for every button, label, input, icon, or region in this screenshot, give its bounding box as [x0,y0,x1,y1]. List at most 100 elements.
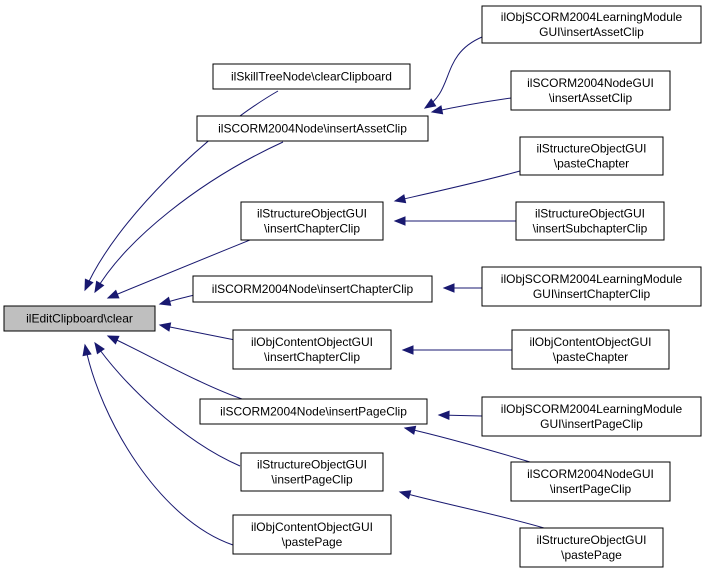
node-scorm-asset[interactable]: ilSCORM2004Node\insertAssetClip [196,115,429,142]
node-sog-paste-chapter[interactable]: ilStructureObjectGUI\pasteChapter [519,136,664,176]
node-label: ilSCORM2004NodeGUI [527,467,654,481]
edge-line [394,170,521,202]
node-cog-chapter[interactable]: ilObjContentObjectGUI\insertChapterClip [232,329,392,370]
node-sog-chapter[interactable]: ilStructureObjectGUI\insertChapterClip [240,201,384,241]
edge-lm_page-to-scorm_page [437,410,483,420]
edge-sog_subchapter-to-sog_chapter [393,216,516,226]
edge-sog_paste_page-to-sog_page [398,490,545,529]
edges [82,36,545,546]
node-label: ilStructureObjectGUI [535,207,645,221]
node-box [481,5,702,44]
node-box [240,201,384,241]
edge-sog_paste_chapter-to-sog_chapter [393,170,521,204]
edge-scorm_page-to-root [106,335,246,401]
node-box [3,305,156,332]
node-label: \pasteChapter [554,157,629,171]
node-box [232,329,392,370]
node-label: ilStructureObjectGUI [536,142,646,156]
node-box [519,527,664,568]
node-label: ilObjContentObjectGUI [251,335,373,349]
node-label: ilEditClipboard\clear [26,312,133,326]
node-lm-chapter[interactable]: ilObjSCORM2004LearningModuleGUI\insertCh… [481,266,702,307]
arrowhead [423,98,437,109]
edge-line [84,344,234,546]
arrowhead [398,490,412,500]
edge-line [399,491,545,529]
node-label: ilSkillTreeNode\clearClipboard [231,70,392,84]
node-label: GUI\insertPageClip [540,417,643,431]
node-scorm-chapter[interactable]: ilSCORM2004Node\insertChapterClip [192,275,433,303]
node-box [481,396,702,437]
node-sog-paste-page[interactable]: ilStructureObjectGUI\pastePage [519,527,664,568]
node-label: ilObjSCORM2004LearningModule [501,272,683,286]
edge-scorm_asset-to-root [94,141,284,294]
node-box [515,201,665,241]
edge-sog_chapter-to-root [106,237,256,299]
arrowhead [442,283,455,293]
node-box [511,329,670,370]
edge-cog_paste_chapter-to-cog_chapter [401,345,512,355]
nodes: ilEditClipboard\clear ilSkillTreeNode\cle… [3,5,702,568]
node-skilltree[interactable]: ilSkillTreeNode\clearClipboard [212,63,411,90]
edge-line [107,237,256,299]
node-sog-subchapter[interactable]: ilStructureObjectGUI\insertSubchapterCli… [515,201,665,241]
edge-lm_chapter-to-scorm_chapter [442,283,482,293]
node-root[interactable]: ilEditClipboard\clear [3,305,156,332]
node-box [199,398,428,425]
node-nodegui-asset[interactable]: ilSCORM2004NodeGUI\insertAssetClip [510,70,671,111]
node-label: \insertSubchapterClip [533,222,648,236]
node-sog-page[interactable]: ilStructureObjectGUI\insertPageClip [240,452,384,492]
node-label: ilSCORM2004NodeGUI [527,76,654,90]
arrowhead [84,278,94,292]
arrowhead [106,289,120,299]
node-label: ilSCORM2004Node\insertPageClip [220,405,407,419]
node-box [510,70,671,111]
edge-line [84,90,279,291]
node-label: ilObjSCORM2004LearningModule [501,402,683,416]
node-nodegui-page[interactable]: ilSCORM2004NodeGUI\insertPageClip [510,461,671,502]
node-scorm-page[interactable]: ilSCORM2004Node\insertPageClip [199,398,428,425]
node-box [192,275,433,303]
edge-line [107,335,246,401]
node-label: ilObjContentObjectGUI [529,335,651,349]
edge-line [404,427,531,463]
node-cog-paste-chapter[interactable]: ilObjContentObjectGUI\pasteChapter [511,329,670,370]
edge-line [159,324,236,341]
node-cog-paste-page[interactable]: ilObjContentObjectGUI\pastePage [232,514,392,555]
node-label: ilStructureObjectGUI [257,458,367,472]
edge-line [431,97,512,113]
node-box [481,266,702,307]
node-label: \pastePage [282,535,343,549]
node-label: ilSCORM2004Node\insertAssetClip [218,122,407,136]
node-label: \insertAssetClip [549,91,633,105]
arrowhead [393,194,407,204]
node-lm-asset[interactable]: ilObjSCORM2004LearningModuleGUI\insertAs… [481,5,702,44]
edge-scorm_chapter-to-root [158,294,196,306]
node-label: \insertChapterClip [264,222,360,236]
node-label: ilObjSCORM2004LearningModule [501,10,683,24]
node-label: \pastePage [561,548,622,562]
node-label: GUI\insertChapterClip [533,287,651,301]
node-box [196,115,429,142]
node-label: \insertChapterClip [264,350,360,364]
node-box [212,63,411,90]
node-box [232,514,392,555]
edge-sog_page-to-root [94,341,241,467]
arrowhead [430,105,444,115]
arrowhead [94,341,105,355]
node-box [519,136,664,176]
edge-cog_paste_page-to-root [82,343,234,546]
arrowhead [401,345,414,355]
edge-nodegui_page-to-scorm_page [403,425,531,463]
edge-line [424,36,483,109]
node-label: ilSCORM2004Node\insertChapterClip [212,282,414,296]
node-label: ilStructureObjectGUI [257,207,367,221]
node-label: ilStructureObjectGUI [536,533,646,547]
node-label: ilObjContentObjectGUI [251,520,373,534]
arrowhead [158,296,172,306]
node-lm-page[interactable]: ilObjSCORM2004LearningModuleGUI\insertPa… [481,396,702,437]
edge-line [94,141,284,293]
edge-nodegui_asset-to-scorm_asset [430,97,512,115]
node-label: \pasteChapter [553,350,628,364]
